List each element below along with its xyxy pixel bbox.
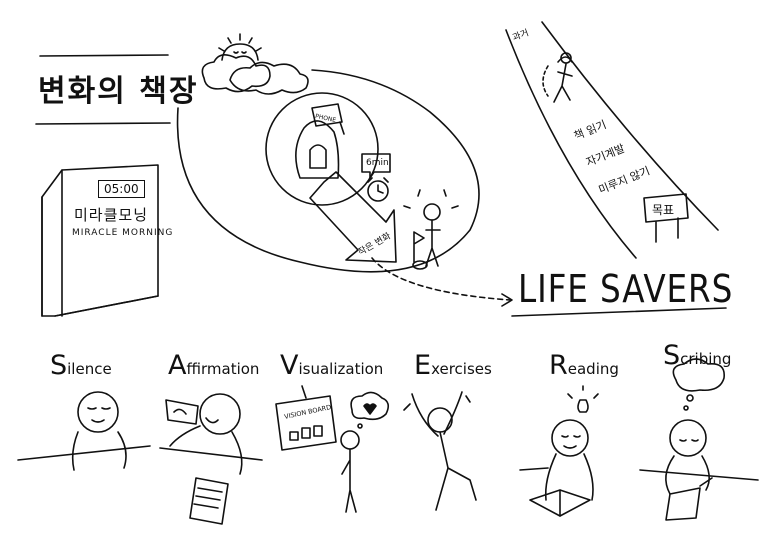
title-underline xyxy=(35,54,171,125)
habit-initial: S xyxy=(663,340,681,371)
visualization-figure xyxy=(275,385,390,513)
habit-reading: Reading xyxy=(549,350,619,381)
timer-icon xyxy=(361,153,391,202)
affirmation-figure xyxy=(165,393,243,525)
timer-label: 6min xyxy=(366,158,389,168)
habit-initial: S xyxy=(50,350,68,381)
habit-visualization: Visualization xyxy=(280,350,383,381)
habit-rest: ilence xyxy=(67,360,112,378)
habit-initial: A xyxy=(168,350,187,381)
habit-initial: R xyxy=(549,350,568,381)
habit-scribing: Scribing xyxy=(663,340,731,371)
dashed-arrow xyxy=(371,257,511,301)
desk-lines xyxy=(17,445,759,481)
heading-underline xyxy=(511,307,727,317)
goal-sign: 목표 xyxy=(652,203,675,217)
habit-exercises: Exercises xyxy=(414,350,492,381)
book-illustration xyxy=(41,164,159,317)
arrow-icon xyxy=(309,171,397,263)
habit-rest: xercises xyxy=(431,360,492,378)
sun-cloud-icon xyxy=(201,33,309,95)
road-illustration xyxy=(505,21,719,259)
habit-rest: ffirmation xyxy=(186,360,260,378)
book-title-ko: 미라클모닝 xyxy=(74,206,149,224)
habit-rest: cribing xyxy=(680,350,732,368)
scribing-figure xyxy=(665,358,725,521)
book-clock: 05:00 xyxy=(98,180,145,198)
reading-figure xyxy=(529,385,599,517)
habit-initial: V xyxy=(280,350,299,381)
habit-initial: E xyxy=(414,350,432,381)
arc-line xyxy=(176,69,480,273)
dashed-arrowhead xyxy=(501,293,513,307)
book-title-en: MIRACLE MORNING xyxy=(72,228,174,238)
habit-rest: isualization xyxy=(298,360,384,378)
phone-bubble xyxy=(265,92,379,206)
exercises-figure xyxy=(403,391,477,511)
habit-affirmation: Affirmation xyxy=(168,350,259,381)
page-title: 변화의 책장 xyxy=(38,74,199,109)
person-flag-icon xyxy=(403,189,459,270)
habit-rest: eading xyxy=(567,360,619,378)
habit-silence: Silence xyxy=(50,350,112,381)
life-savers-heading: LIFE SAVERS xyxy=(518,267,734,311)
silence-figure xyxy=(71,391,127,471)
